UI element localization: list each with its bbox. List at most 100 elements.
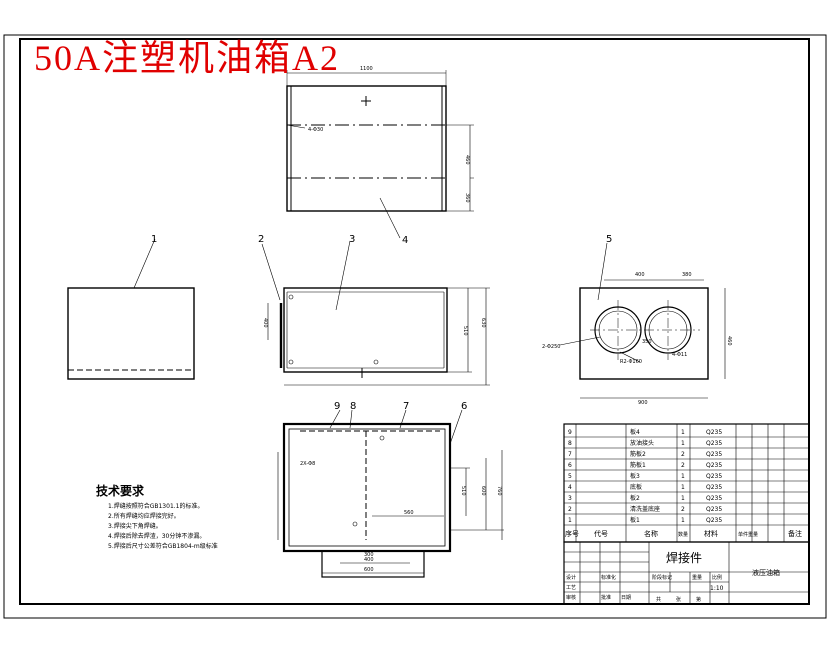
balloon-numbers: 1 2 3 4 5 6 7 8 9 xyxy=(151,234,612,412)
row-material: Q235 xyxy=(706,451,722,458)
dim-top-note: 4-Φ30 xyxy=(308,127,323,133)
note-side-left: 2-Φ250 xyxy=(542,344,560,350)
row-qty: 1 xyxy=(681,473,685,480)
row-qty: 1 xyxy=(681,495,685,502)
row-name: 放油接头 xyxy=(630,439,654,447)
row-name: 板1 xyxy=(630,516,640,524)
row-qty: 1 xyxy=(681,517,685,524)
bottom-view xyxy=(277,409,504,578)
svg-text:共: 共 xyxy=(656,596,661,603)
header-note: 备注 xyxy=(788,529,802,538)
row-material: Q235 xyxy=(706,495,722,502)
row-name: 底板 xyxy=(630,483,642,491)
balloon-9: 9 xyxy=(334,401,340,412)
dim-side-bottom: 900 xyxy=(638,400,648,406)
row-no: 7 xyxy=(568,451,572,458)
row-material: Q235 xyxy=(706,440,722,447)
header-code: 代号 xyxy=(594,529,608,538)
tech-requirement-item: 1.焊缝按照符合GB1301.1的标准。 xyxy=(108,503,204,510)
title-part-name: 液压油箱 xyxy=(752,568,780,577)
inner-frame xyxy=(19,38,810,605)
row-name: 板4 xyxy=(630,428,640,436)
note-side-mid: R2-Φ160 xyxy=(620,359,642,365)
note-bottom: 2X-Φ8 xyxy=(300,461,315,467)
svg-text:比例: 比例 xyxy=(712,574,722,581)
tech-requirement-item: 2.所有焊缝均应焊接完好。 xyxy=(108,513,180,520)
tech-requirement-item: 5.焊接后尺寸公差符合GB1804-m级标准 xyxy=(108,543,218,550)
balloon-7: 7 xyxy=(403,401,409,412)
dim-top-width: 1100 xyxy=(360,66,373,72)
row-no: 8 xyxy=(568,440,572,447)
header-qty: 数量 xyxy=(678,531,688,538)
dim-front-right-2: 630 xyxy=(480,318,486,328)
row-material: Q235 xyxy=(706,462,722,469)
row-no: 5 xyxy=(568,473,572,480)
dim-top-right-1: 460 xyxy=(464,155,470,165)
row-material: Q235 xyxy=(706,506,722,513)
row-qty: 1 xyxy=(681,440,685,447)
row-no: 9 xyxy=(568,429,572,436)
row-no: 3 xyxy=(568,495,572,502)
balloon-6: 6 xyxy=(461,401,467,412)
svg-text:张: 张 xyxy=(676,596,681,603)
row-qty: 2 xyxy=(681,451,685,458)
dim-bottom-right-1: 510 xyxy=(460,486,466,496)
row-qty: 1 xyxy=(681,484,685,491)
tech-requirement-item: 3.焊接尖下角焊缝。 xyxy=(108,523,162,530)
balloon-3: 3 xyxy=(349,234,355,245)
row-name: 清洗盖底座 xyxy=(630,505,660,513)
title-block xyxy=(563,541,810,605)
title-scale: 1:10 xyxy=(710,585,724,592)
parts-list-rows: 9 板4 1 Q235 8 放油接头 1 Q235 7 筋板2 2 Q235 6… xyxy=(565,428,802,538)
row-material: Q235 xyxy=(706,517,722,524)
dim-front-right-1: 510 xyxy=(462,326,468,336)
balloon-8: 8 xyxy=(350,401,356,412)
row-qty: 2 xyxy=(681,462,685,469)
dim-bottom-right-2: 600 xyxy=(480,486,486,496)
tech-requirement-item: 4.焊接后除去焊渣，30分钟不渗漏。 xyxy=(108,533,206,540)
dim-side-top-2: 380 xyxy=(682,272,692,278)
row-material: Q235 xyxy=(706,473,722,480)
row-no: 6 xyxy=(568,462,572,469)
balloon-4: 4 xyxy=(402,235,408,246)
svg-text:标准化: 标准化 xyxy=(601,574,616,581)
header-no: 序号 xyxy=(565,529,579,538)
dim-bottom-2: 400 xyxy=(364,557,374,563)
svg-text:设计: 设计 xyxy=(566,574,576,581)
note-side-right: 4-Φ11 xyxy=(672,352,687,358)
row-qty: 1 xyxy=(681,429,685,436)
dim-bottom-3: 600 xyxy=(364,567,374,573)
side-view xyxy=(559,242,726,399)
row-no: 4 xyxy=(568,484,572,491)
header-unit-weight: 单件重量 xyxy=(738,531,758,538)
row-name: 板3 xyxy=(630,472,640,480)
drawing-title: 50A注塑机油箱A2 xyxy=(34,38,340,78)
svg-text:审核: 审核 xyxy=(566,594,576,601)
row-name: 筋板2 xyxy=(630,450,646,458)
dim-bottom-1: 560 xyxy=(404,510,414,516)
row-material: Q235 xyxy=(706,484,722,491)
dim-front-left: 400 xyxy=(262,318,268,328)
svg-text:日期: 日期 xyxy=(621,595,631,601)
dim-bottom-right-3: 760 xyxy=(496,486,502,496)
title-labels: 设计 审核 工艺 标准化 批准 日期 阶段标记 重量 比例 共 张 第 xyxy=(566,574,722,603)
row-name: 板2 xyxy=(630,494,640,502)
title-drawing-name: 焊接件 xyxy=(666,550,702,565)
svg-text:工艺: 工艺 xyxy=(566,585,576,591)
header-material: 材料 xyxy=(704,529,718,538)
tech-requirements-heading: 技术要求 xyxy=(96,484,145,498)
balloon-1: 1 xyxy=(151,234,157,245)
top-view xyxy=(286,70,474,239)
parts-list-table xyxy=(563,423,810,543)
dim-side-top-1: 400 xyxy=(635,272,645,278)
svg-text:第: 第 xyxy=(696,596,701,603)
balloon-2: 2 xyxy=(258,234,264,245)
svg-text:重量: 重量 xyxy=(692,574,702,581)
row-qty: 2 xyxy=(681,506,685,513)
row-name: 筋板1 xyxy=(630,461,646,469)
row-no: 1 xyxy=(568,517,572,524)
left-view xyxy=(67,238,195,380)
outer-frame xyxy=(3,34,827,619)
dim-side-inner: 350 xyxy=(642,339,652,345)
